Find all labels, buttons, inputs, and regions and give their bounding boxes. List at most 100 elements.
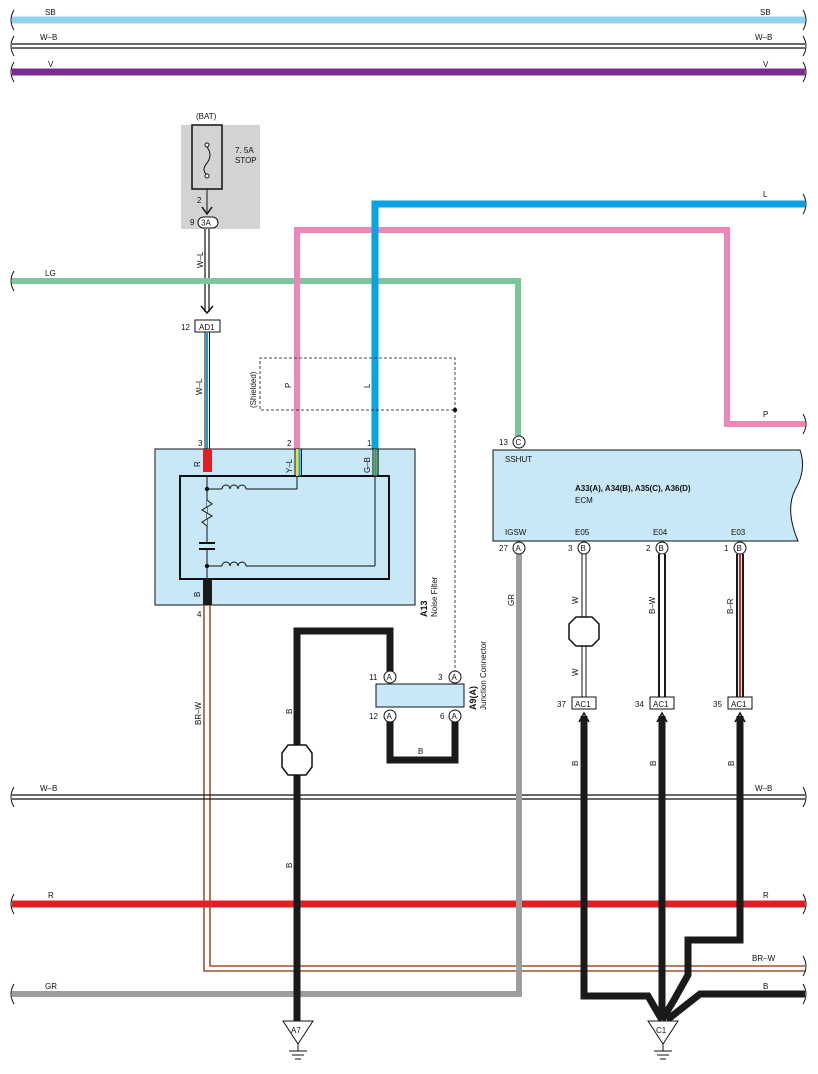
nf-wire-r: R [193,461,202,467]
ecm-e05-term: B [581,544,586,553]
ad1-id: AD1 [199,323,215,332]
ac1-37-id: AC1 [575,700,591,709]
wire-l: L [371,190,807,449]
wire-e04-label: B–W [648,596,657,614]
wire-e05-label: W [571,596,580,604]
junction-ad1: 12 AD1 [181,319,221,333]
jc-name: Junction Connector [479,641,488,710]
shield-p-label: P [284,383,293,388]
bus-p-label: P [763,410,768,419]
nf-id: A13 [419,600,429,617]
jc-id: A9(A) [468,686,478,710]
wire-w-l-upper-label: W–L [196,251,205,268]
ecm-e04: E04 [653,528,668,537]
ecm-e03-term: B [737,544,742,553]
ac1-pin34: 34 [635,700,644,709]
fuse-connector-pin: 9 [190,218,195,227]
wire-w-l-lower: W–L [195,332,210,449]
bus-wb-top-label-right: W–B [755,33,772,42]
ac1-34-id: AC1 [653,700,669,709]
ac1-pin37: 37 [557,700,566,709]
bus-lg-label: LG [45,269,56,278]
ecm-module: C 13 SSHUT A33(A), A34(B), A35(C), A36(D… [492,435,804,555]
bus-gr: GR GR [10,553,522,1005]
bus-sb-label-left: SB [45,8,56,17]
bus-r: R R [10,891,807,915]
jc-term-12: A [387,712,393,721]
wire-br-w-label: BR–W [194,701,203,725]
bus-wb-bottom-label-left: W–B [40,784,57,793]
wire-b-ac1-35-label: B [727,761,736,766]
ecm-igsw: IGSW [505,528,527,537]
junction-connector-a9: A A A A 11 3 12 6 A9(A) Junction Connect… [369,641,488,723]
wire-e05-lower-label: W [571,668,580,676]
wire-br-w: BR–W BR–W [194,605,807,977]
nf-pin3: 3 [198,439,203,448]
wire-b-loop: B B B [281,627,459,1021]
ac1-pin35: 35 [713,700,722,709]
nf-wire-yl: Y–L [285,458,294,473]
ecm-e05: E05 [575,528,590,537]
ecm-igsw-pin: 27 [499,544,508,553]
wire-w-l-upper: W–L [196,229,214,315]
jc-term-11: A [387,673,393,682]
ac1-35-id: AC1 [731,700,747,709]
ecm-e04-pin: 2 [646,544,651,553]
wire-b-loop-bottom-label: B [418,747,423,756]
wire-e04: B–W [648,554,666,697]
bus-v-label-right: V [763,60,769,69]
bus-lg: LG [10,269,521,436]
bus-v: V V [10,60,807,83]
noise-filter-a13: 3 2 1 R Y–L G–B B 4 A13 [154,439,439,619]
fuse-stop: (BAT) 7. 5A STOP 2 9 3A [181,112,260,229]
nf-pin4: 4 [197,610,202,619]
ground-a7-label: A7 [291,1026,301,1035]
shielded-label: (Shielded) [249,371,258,408]
jc-pin3: 3 [438,673,443,682]
bus-gr-label: GR [45,982,57,991]
fuse-rating: 7. 5A [235,146,254,155]
bus-b-label: B [763,982,768,991]
shield-l-label: L [363,383,372,388]
fuse-name: STOP [235,156,257,165]
bus-v-label-left: V [48,60,54,69]
nf-pin1: 1 [367,439,372,448]
ground-a7: A7 [282,1020,314,1060]
wire-gr-igsw-label: GR [507,594,516,606]
bus-wb-top: W–B W–B [10,33,807,57]
wire-e03: B–R [726,554,744,697]
ecm-igsw-term: A [516,544,522,553]
jc-term-6: A [452,712,458,721]
ground-c1-label: C1 [656,1026,667,1035]
wire-b-to-a7-label: B [285,863,294,868]
ecm-ids: A33(A), A34(B), A35(C), A36(D) [575,484,691,493]
jc-term-3: A [452,673,458,682]
bus-sb-label-right: SB [760,8,771,17]
wire-e03-label: B–R [726,598,735,614]
bus-br-w-label: BR–W [752,954,776,963]
ecm-sshut: SSHUT [505,455,532,464]
ecm-sshut-pin: 13 [499,438,508,447]
ecm-e03-pin: 1 [724,544,729,553]
wire-w-l-lower-label: W–L [195,378,204,395]
nf-name: Noise Filter [430,576,439,617]
nf-pin2: 2 [287,439,292,448]
bus-wb-bottom: W–B W–B [10,784,807,808]
ac1-connectors: AC1 37 AC1 34 AC1 35 [557,696,753,710]
ground-c1: C1 [647,1020,679,1060]
ad1-pin: 12 [181,323,190,332]
fuse-pin: 2 [197,196,202,205]
wire-b-ground-bundle: B B B B [571,711,807,1023]
fuse-connector-id: 3A [201,219,211,228]
nf-wire-gb: G–B [363,457,372,473]
wire-b-ac1-37-label: B [571,761,580,766]
ecm-e04-term: B [659,544,664,553]
ecm-sshut-term: C [516,438,522,447]
bus-sb: SB SB [10,8,807,31]
ecm-e05-pin: 3 [568,544,573,553]
wire-e05: W W [568,554,600,697]
wire-p: P [294,227,807,449]
jc-pin11: 11 [369,673,378,682]
nf-wire-b: B [193,592,202,597]
